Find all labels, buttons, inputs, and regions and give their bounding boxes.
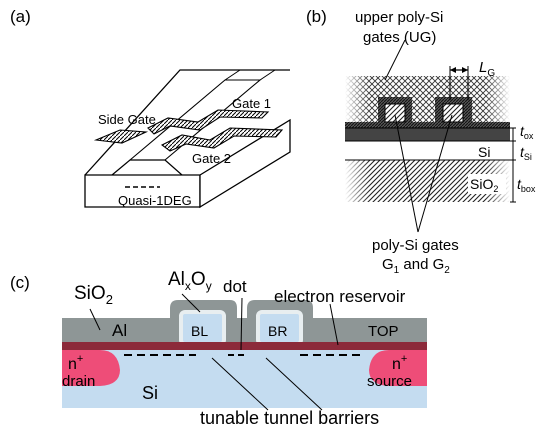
tbox-label: tbox xyxy=(517,176,536,194)
tsi-bracket xyxy=(510,141,516,161)
panel-a-tag: (a) xyxy=(10,7,31,26)
g1-pointer xyxy=(394,114,419,233)
side-gate-electrode xyxy=(93,129,149,144)
barrier-pointer-left xyxy=(211,357,269,411)
sio2-label-bg xyxy=(468,174,506,194)
alxoy-pointer xyxy=(181,293,201,313)
br-label: BR xyxy=(268,323,287,339)
dot-label: dot xyxy=(223,277,247,296)
bl-label: BL xyxy=(191,323,208,339)
si-label-c: Si xyxy=(142,383,158,403)
gate1-label: Gate 1 xyxy=(232,96,271,111)
dot-pointer xyxy=(240,297,243,351)
sio2-pointer xyxy=(89,308,101,331)
si-layer xyxy=(345,141,510,160)
gate1-electrode xyxy=(147,109,270,135)
tunnel-barriers-label: tunable tunnel barriers xyxy=(200,408,379,428)
ug-label-line2: gates (UG) xyxy=(363,29,436,46)
barrier-pointer-right xyxy=(265,357,323,411)
poly-gate-g2 xyxy=(442,103,464,123)
al-label: Al xyxy=(112,321,127,340)
g2-pointer xyxy=(417,114,453,233)
electron-reservoir-label: electron reservoir xyxy=(274,287,406,306)
mesa-front-profile xyxy=(111,159,183,176)
panel-c-tag: (c) xyxy=(10,273,30,292)
quasi-1deg-label: Quasi-1DEG xyxy=(118,193,192,208)
al-top-layer xyxy=(62,318,427,342)
reservoir-pointer xyxy=(329,303,339,346)
sio2-label-b: SiO2 xyxy=(470,176,498,194)
sio2-label-c: SiO2 xyxy=(74,283,113,307)
substrate-right-face xyxy=(199,118,291,209)
top-label: TOP xyxy=(368,323,399,340)
poly-gate-g1 xyxy=(384,103,406,123)
tsi-label: tSi xyxy=(520,144,532,162)
si-label-b: Si xyxy=(478,144,490,160)
source-label: source xyxy=(367,373,412,390)
tox-bracket xyxy=(510,127,516,142)
alxoy-label: AlxOy xyxy=(168,269,212,293)
gate2-electrode xyxy=(160,127,284,152)
tox-layer xyxy=(345,128,510,141)
mesa-back-edges xyxy=(224,69,276,81)
drain-label: drain xyxy=(62,373,95,390)
source-nplus-label: n+ xyxy=(392,353,407,373)
oxide-layer xyxy=(62,342,427,350)
tox-label: tox xyxy=(520,123,534,141)
drain-n-plus-region xyxy=(62,350,120,386)
ug-pointer xyxy=(384,39,406,81)
source-n-plus-region xyxy=(369,350,427,386)
poly-gates-label-line2: G1 and G2 xyxy=(382,256,450,276)
drain-nplus-label: n+ xyxy=(68,353,83,373)
gate2-label: Gate 2 xyxy=(192,151,231,166)
si-substrate xyxy=(62,350,427,408)
side-gate-label: Side Gate xyxy=(98,112,156,127)
lg-label: LG xyxy=(479,59,495,79)
panel-b-tag: (b) xyxy=(306,7,327,26)
panel-c: (c) SiO2 AlxOy dot electron reservoir Al xyxy=(10,269,427,428)
ug-label-line1: upper poly-Si xyxy=(355,9,443,26)
panel-b: (b) uppe xyxy=(306,7,536,276)
tbox-bracket xyxy=(510,160,516,203)
poly-gates-label-line1: poly-Si gates xyxy=(372,237,459,254)
panel-a: (a) Side Gate Gate 1 Gate 2 Quasi-1DEG xyxy=(10,7,291,209)
